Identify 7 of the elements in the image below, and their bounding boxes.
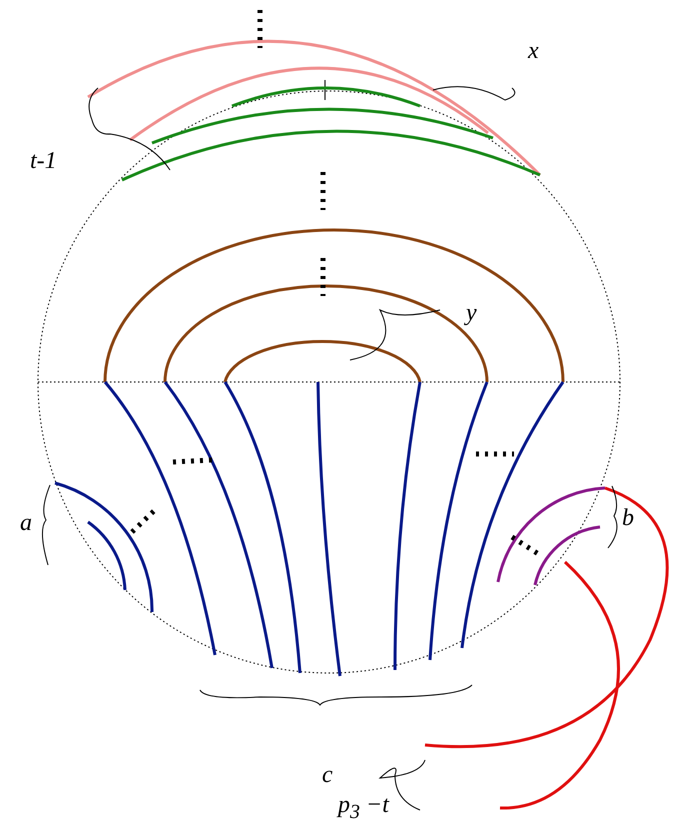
variable-label: t-1 bbox=[30, 148, 57, 174]
variable-label: y bbox=[466, 300, 477, 326]
variable-label: b bbox=[622, 505, 634, 531]
variable-label: c bbox=[322, 762, 333, 788]
variable-label: x bbox=[528, 38, 539, 64]
variable-label: a bbox=[20, 510, 32, 536]
variable-label: p$_{3}$ −t bbox=[338, 792, 389, 825]
